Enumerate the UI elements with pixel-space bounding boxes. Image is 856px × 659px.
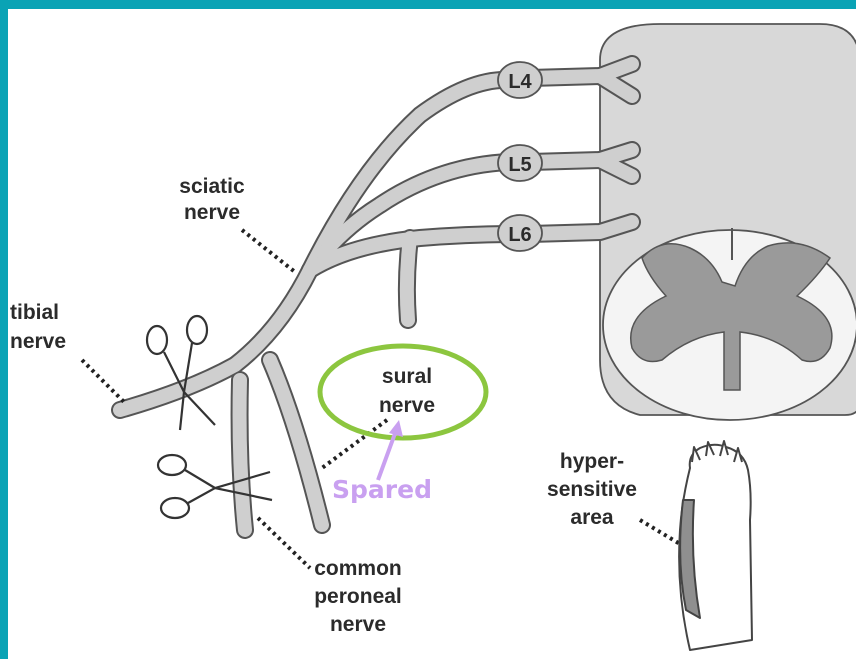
sural-highlight-circle (320, 346, 486, 438)
label-line: sural (382, 365, 432, 388)
label-line: nerve (379, 394, 435, 417)
root-label-l6: L6 (508, 224, 531, 246)
root-ganglia: L4 L5 L6 (498, 62, 542, 251)
label-hypersensitive-area: hyper- sensitive area (547, 450, 637, 529)
label-line: nerve (184, 201, 240, 224)
label-line: peroneal (314, 585, 402, 608)
root-label-l5: L5 (508, 154, 531, 176)
label-line: sensitive (547, 478, 637, 501)
label-sural-nerve: sural nerve (379, 365, 435, 417)
nerve-diagram: L4 L5 L6 sciatic nerve (8, 9, 856, 659)
paw-illustration (679, 441, 752, 650)
root-label-l4: L4 (508, 71, 532, 93)
label-line: tibial (10, 301, 59, 324)
nerve-trunks (120, 64, 632, 530)
label-line: nerve (10, 330, 66, 353)
diagram-panel: L4 L5 L6 sciatic nerve (8, 9, 856, 659)
spared-arrowhead (389, 420, 403, 437)
label-line: nerve (330, 613, 386, 636)
label-line: area (570, 506, 614, 529)
label-tibial-nerve: tibial nerve (10, 301, 66, 353)
label-line: sciatic (179, 175, 245, 198)
label-line: hyper- (560, 450, 624, 473)
label-line: common (314, 557, 402, 580)
label-sciatic-nerve: sciatic nerve (179, 175, 245, 224)
label-common-peroneal-nerve: common peroneal nerve (314, 557, 402, 636)
spared-label: Spared (332, 475, 432, 504)
scissors-icon (158, 455, 272, 518)
